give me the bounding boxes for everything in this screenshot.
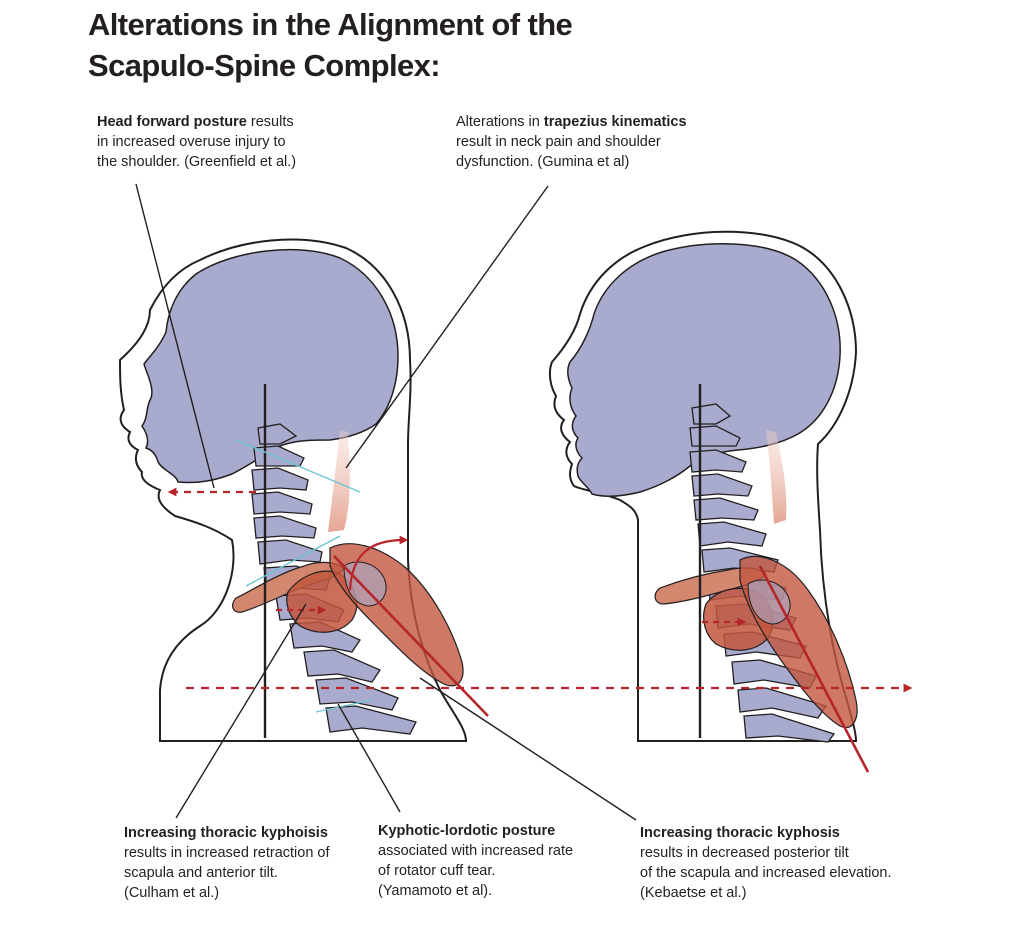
leader-thoracic-kyphosis <box>419 677 637 821</box>
leader-trapezius <box>345 185 549 469</box>
vertebra <box>693 497 759 521</box>
left-scapula <box>286 570 358 633</box>
left-alignment-lines <box>235 439 373 713</box>
right-muscle-line <box>758 565 870 773</box>
annotation-heading: Increasing thoracic kyphoisis <box>124 825 328 841</box>
vertebra <box>689 449 747 473</box>
vertebra <box>251 491 313 515</box>
title-line-2: Scapulo-Spine Complex: <box>88 48 441 83</box>
annotation-trapezius-kinematics: Alterations in trapezius kinematics resu… <box>456 114 687 170</box>
vertebra <box>253 445 305 467</box>
left-figure <box>118 238 489 742</box>
left-trapezius-muscle <box>328 430 350 532</box>
vertebra <box>257 423 298 445</box>
leader-kyphotic-lordotic <box>337 703 401 813</box>
right-figure <box>548 230 870 773</box>
leader-lines <box>135 183 637 821</box>
vertebra <box>315 677 399 711</box>
left-humeral-head <box>343 561 387 607</box>
annotation-kyphotic-lordotic-posture: Kyphotic-lordotic posture associated wit… <box>378 823 574 899</box>
annotation-heading: Kyphotic-lordotic posture <box>378 823 556 839</box>
vertebra <box>689 425 741 447</box>
vertebra <box>253 515 317 539</box>
left-muscle-line <box>333 555 489 717</box>
right-humeral-head <box>747 579 791 625</box>
annotation-heading: Head forward posture <box>97 114 247 130</box>
annotation-heading: trapezius kinematics <box>543 114 687 130</box>
leader-thoracic-kyphoisis <box>175 603 307 819</box>
page-title: Alterations in the Alignment of the Scap… <box>88 4 728 86</box>
vertebra <box>691 473 753 497</box>
leader-head-forward <box>135 183 215 489</box>
vertebra <box>691 403 732 425</box>
vertebra <box>737 687 828 719</box>
vertebra <box>303 649 381 683</box>
annotation-thoracic-kyphoisis: Increasing thoracic kyphoisis results in… <box>124 825 330 901</box>
right-trapezius-muscle <box>766 430 787 524</box>
annotation-heading: Increasing thoracic kyphosis <box>640 825 840 841</box>
annotation-thoracic-kyphosis: Increasing thoracic kyphosis results in … <box>640 825 892 901</box>
left-skull <box>141 248 399 484</box>
left-rotation-arrow <box>348 535 409 591</box>
vertebra <box>743 713 836 743</box>
title-line-1: Alterations in the Alignment of the <box>88 7 573 42</box>
annotation-head-forward-posture: Head forward posture results in increase… <box>97 114 297 170</box>
vertebra <box>325 705 417 735</box>
